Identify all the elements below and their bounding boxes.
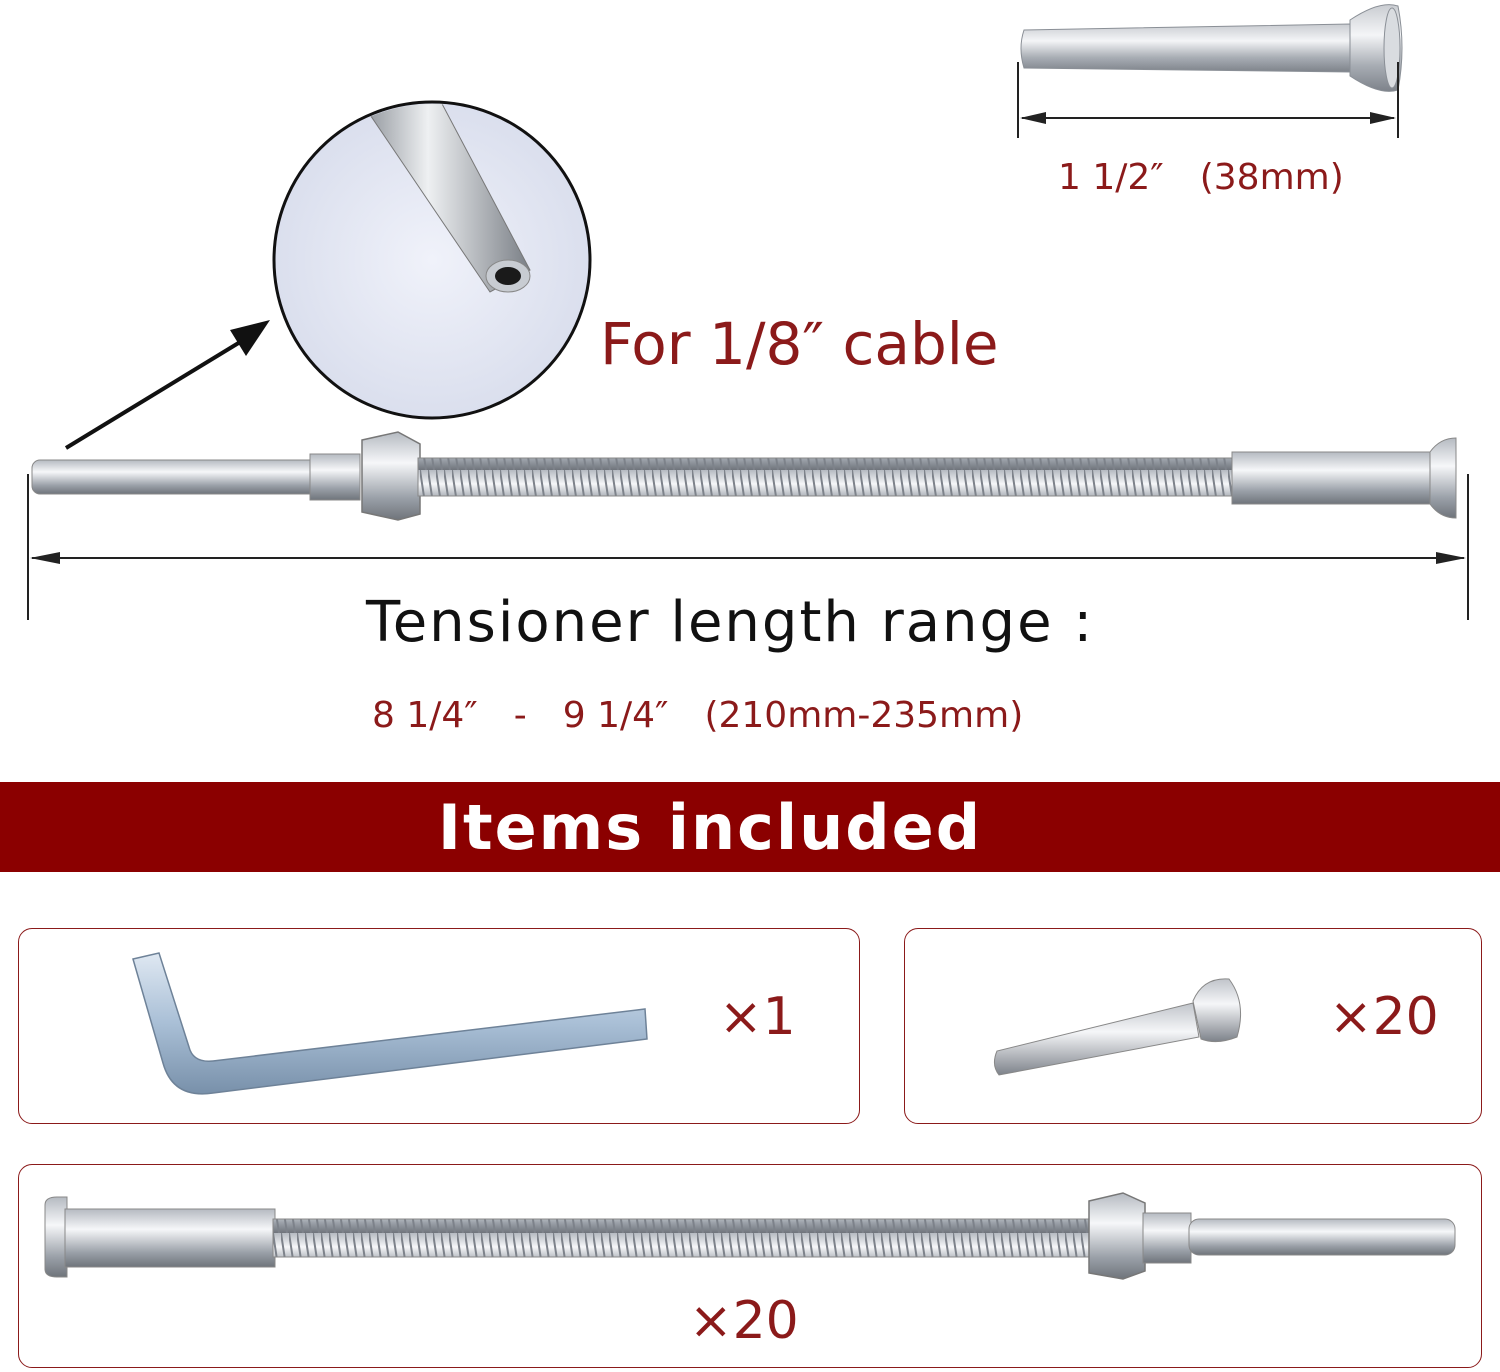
item-box-stud-end: ×20: [904, 928, 1482, 1124]
length-range-value: 8 1/4″ - 9 1/4″ (210mm-235mm): [372, 695, 1024, 736]
stud-end-icon: [993, 978, 1242, 1076]
magnified-tip-detail: [64, 100, 592, 450]
hex-key-quantity: ×1: [719, 987, 796, 1047]
tensioner-quantity: ×20: [689, 1291, 799, 1351]
length-range-title: Tensioner length range :: [366, 590, 1095, 655]
item-box-tensioner: ×20: [18, 1164, 1482, 1368]
items-included-banner: Items included: [0, 782, 1500, 872]
hex-key-icon: [132, 952, 648, 1095]
items-included-title: Items included: [437, 790, 983, 864]
cable-size-label: For 1/8″ cable: [600, 310, 999, 378]
tensioner-assembly-icon: [44, 1192, 1456, 1280]
tensioner-main-image: [27, 431, 1469, 620]
stud-end-quantity: ×20: [1329, 987, 1439, 1047]
swage-fitting-image: [1017, 4, 1403, 138]
item-box-hex-key: ×1: [18, 928, 860, 1124]
fitting-length-label: 1 1/2″ (38mm): [1058, 157, 1344, 198]
